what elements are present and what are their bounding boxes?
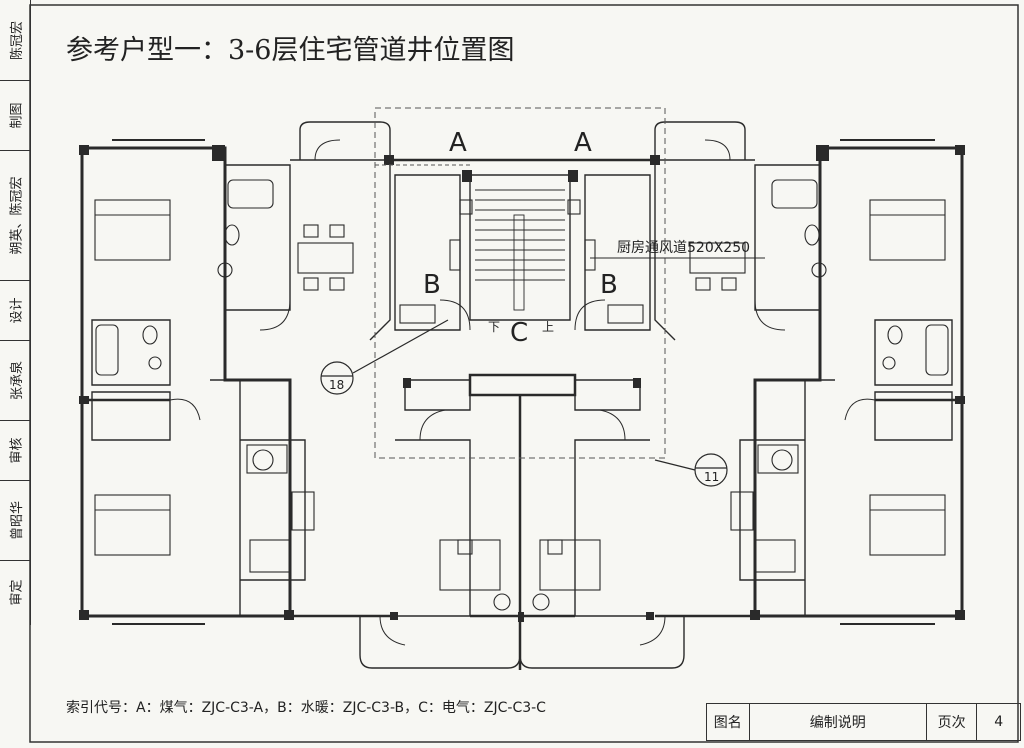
signature-cell: 张承泉 <box>0 340 30 421</box>
detail-markers <box>320 319 728 487</box>
left-closet <box>91 391 171 441</box>
core-dashed-outline <box>374 107 666 459</box>
shaft-label-b-left: B <box>423 270 441 300</box>
left-kitchen <box>240 439 306 581</box>
signature-cell: 设计 <box>0 280 30 341</box>
right-closet <box>874 391 953 441</box>
left-kitchen-small <box>394 174 461 331</box>
balcony-top-right <box>654 121 746 160</box>
bed-bottom-right <box>869 494 946 556</box>
right-kitchen <box>739 439 805 581</box>
right-bath <box>874 319 953 386</box>
balcony-bottom-right <box>519 616 685 669</box>
sheet-border <box>29 4 1019 743</box>
walls <box>80 139 964 670</box>
signature-cell: 朔英、陈冠宏 <box>0 150 30 281</box>
door-swings <box>169 139 876 646</box>
balcony-top-left <box>299 121 391 160</box>
shaft-label-a-left: A <box>449 128 467 158</box>
right-kitchen-small <box>584 174 651 331</box>
signature-cell: 曾昭华 <box>0 480 30 561</box>
furniture <box>94 179 949 611</box>
stair-treads <box>475 189 565 311</box>
dining-table-left <box>297 242 354 274</box>
stair-up-label: 上 <box>542 320 555 334</box>
left-unit-outline <box>80 146 292 618</box>
left-bath <box>91 319 171 386</box>
shaft-label-a-right: A <box>574 128 592 158</box>
duct-note: 厨房通风道520X250 <box>617 240 751 256</box>
title-block-page-label: 页次 <box>927 704 978 740</box>
signature-cell: 审核 <box>0 420 30 481</box>
index-legend: 索引代号：A：煤气：ZJC-C3-A，B：水暖：ZJC-C3-B，C：电气：ZJ… <box>66 700 546 716</box>
balcony-bottom-left <box>359 616 521 669</box>
signature-cell: 陈冠宏 <box>0 0 30 81</box>
title-block: 图名 编制说明 页次 4 <box>706 703 1021 741</box>
detail-number-right: 11 <box>704 470 720 484</box>
desk-right <box>539 539 601 591</box>
bathtub-left <box>227 179 274 209</box>
detail-number-left: 18 <box>329 378 345 392</box>
bed-bottom-left <box>94 494 171 556</box>
shaft-label-c: C <box>510 318 529 348</box>
bed-top-left <box>94 199 171 261</box>
stair-core <box>469 174 571 321</box>
title-block-name: 编制说明 <box>750 704 927 740</box>
bed-top-right <box>869 199 946 261</box>
stair-down-label: 下 <box>488 320 501 334</box>
signature-cell: 制图 <box>0 80 30 151</box>
balconies <box>299 121 746 669</box>
shaft-label-b-right: B <box>600 270 618 300</box>
title-block-page: 4 <box>994 714 1004 730</box>
title-block-name-label: 图名 <box>707 704 750 740</box>
right-unit-outline <box>753 146 964 618</box>
columns <box>79 145 965 622</box>
drawing-title: 参考户型一：3-6层住宅管道井位置图 <box>66 35 515 66</box>
bathtub-right <box>771 179 818 209</box>
